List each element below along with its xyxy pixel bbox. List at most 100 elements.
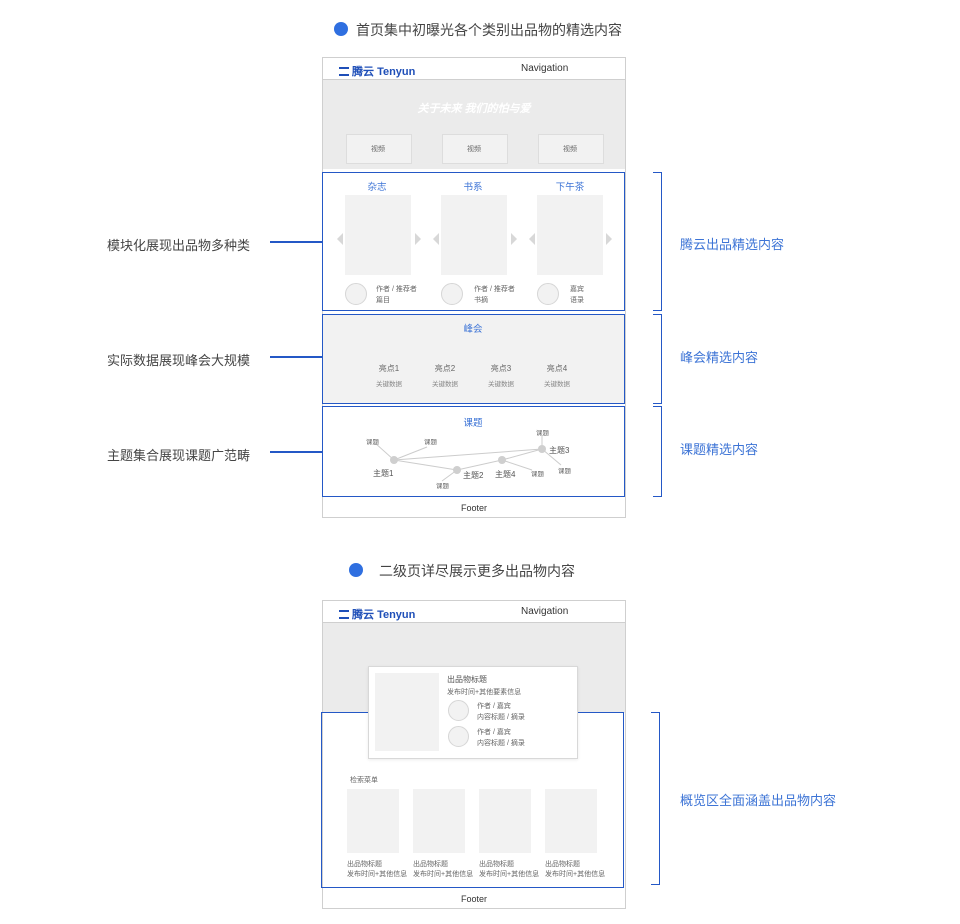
- item-meta: 发布时间+其他信息: [347, 871, 408, 878]
- home-logo-text: Tenyun: [377, 66, 416, 78]
- item-title: 出品物标题: [545, 861, 580, 868]
- video-label: 视频: [563, 146, 577, 153]
- tenyun-logo-icon: [339, 67, 349, 76]
- item-cover[interactable]: [479, 789, 531, 853]
- detail-annotation: 概览区全面涵盖出品物内容: [680, 793, 837, 808]
- detail-logo-cn: 腾云: [352, 609, 374, 621]
- prev-arrow-icon[interactable]: [337, 233, 343, 245]
- topic-sub-label: 课题: [531, 471, 544, 478]
- next-arrow-icon[interactable]: [511, 233, 517, 245]
- avatar: [441, 283, 463, 305]
- left-connector: [270, 356, 322, 358]
- section-2-title: 二级页详尽展示更多出品物内容: [379, 563, 575, 579]
- person-desc: 内容标题 / 摘录: [477, 714, 525, 721]
- highlight-sub: 关键数据: [376, 381, 402, 388]
- topics-title: 课题: [463, 418, 483, 429]
- topic-sub-label: 课题: [558, 468, 571, 475]
- home-logo: 腾云 Tenyun: [339, 63, 415, 79]
- highlight-item: 亮点4 关键数据: [535, 363, 579, 388]
- topic-network-lines: [374, 435, 562, 482]
- featured-meta: 发布时间+其他要素信息: [447, 689, 522, 696]
- module-line: 语录: [570, 297, 584, 304]
- avatar: [448, 700, 469, 721]
- hero-text: 关于未来 我们的怕与爱: [417, 103, 531, 115]
- featured-card[interactable]: 出品物标题 发布时间+其他要素信息 作者 / 嘉宾 内容标题 / 摘录 作者 /…: [368, 666, 578, 759]
- highlight-item: 亮点3 关键数据: [479, 363, 523, 388]
- right-bracket: [651, 712, 660, 885]
- detail-footer: Footer: [460, 894, 487, 904]
- module-cover[interactable]: [345, 195, 411, 275]
- item-title: 出品物标题: [479, 861, 514, 868]
- topic-sub-label: 课题: [424, 439, 437, 446]
- item-cover[interactable]: [545, 789, 597, 853]
- video-placeholder[interactable]: 视频: [442, 134, 508, 164]
- module-title: 下午茶: [555, 182, 585, 193]
- item-title: 出品物标题: [347, 861, 382, 868]
- home-nav-link[interactable]: Navigation: [521, 63, 569, 74]
- avatar: [345, 283, 367, 305]
- avatar: [537, 283, 559, 305]
- module-title: 杂志: [367, 182, 387, 193]
- video-label: 视频: [371, 146, 385, 153]
- topics-block: 课题 主题1 主题2 主题3 主题4 课题 课题 课题 课题 课题 课题: [322, 406, 625, 497]
- module-line: 作者 / 推荐者: [474, 286, 515, 293]
- item-meta: 发布时间+其他信息: [545, 871, 606, 878]
- topic-node: [538, 445, 546, 453]
- prev-arrow-icon[interactable]: [433, 233, 439, 245]
- detail-nav-link[interactable]: Navigation: [521, 606, 569, 617]
- filter-menu[interactable]: 检索菜单: [350, 777, 378, 784]
- avatar: [448, 726, 469, 747]
- highlight-label: 亮点4: [546, 364, 568, 373]
- topic-sub-label: 课题: [436, 483, 449, 490]
- module-line: 嘉宾: [570, 286, 584, 293]
- featured-title: 出品物标题: [447, 675, 487, 684]
- person-desc: 内容标题 / 摘录: [477, 740, 525, 747]
- section-bullet-icon: [334, 22, 348, 36]
- topic-node-label[interactable]: 主题2: [463, 471, 484, 480]
- topic-sub-label: 课题: [366, 439, 379, 446]
- module-title: 书系: [463, 182, 483, 193]
- section-1-title: 首页集中初曝光各个类别出品物的精选内容: [356, 22, 622, 38]
- person-name: 作者 / 嘉宾: [477, 729, 511, 736]
- right-bracket: [653, 406, 662, 497]
- left-annotation: 实际数据展现峰会大规模: [107, 353, 251, 368]
- home-wireframe: 腾云 Tenyun Navigation 关于未来 我们的怕与爱 视频 视频 视…: [322, 57, 626, 518]
- module-cover[interactable]: [441, 195, 507, 275]
- home-hero: 关于未来 我们的怕与爱 视频 视频 视频: [323, 80, 625, 169]
- topic-node: [498, 456, 506, 464]
- highlight-label: 亮点2: [434, 364, 456, 373]
- highlight-sub: 关键数据: [544, 381, 570, 388]
- modules-block: 杂志 作者 / 推荐者 篇目 书系 作者 / 推荐者 书摘 下午茶 嘉宾 语录: [322, 172, 625, 311]
- highlight-sub: 关键数据: [432, 381, 458, 388]
- module-line: 书摘: [474, 297, 488, 304]
- next-arrow-icon[interactable]: [415, 233, 421, 245]
- home-logo-cn: 腾云: [352, 66, 374, 78]
- summit-title: 峰会: [463, 324, 483, 335]
- item-cover[interactable]: [413, 789, 465, 853]
- section-bullet-icon: [349, 563, 363, 577]
- right-annotation: 峰会精选内容: [680, 350, 759, 365]
- next-arrow-icon[interactable]: [606, 233, 612, 245]
- item-cover[interactable]: [347, 789, 399, 853]
- topic-node-label[interactable]: 主题3: [549, 446, 570, 455]
- summit-block: 峰会 亮点1 关键数据 亮点2 关键数据 亮点3 关键数据 亮点4 关键数据: [322, 314, 625, 404]
- module-line: 篇目: [376, 297, 390, 304]
- featured-cover: [375, 673, 439, 751]
- detail-navbar: 腾云 Tenyun Navigation: [323, 601, 625, 623]
- prev-arrow-icon[interactable]: [529, 233, 535, 245]
- topic-node-label[interactable]: 主题1: [373, 469, 394, 478]
- home-navbar: 腾云 Tenyun Navigation: [323, 58, 625, 80]
- right-bracket: [653, 314, 662, 404]
- left-connector: [270, 241, 322, 243]
- left-annotation: 模块化展现出品物多种类: [107, 238, 251, 253]
- right-annotation: 课题精选内容: [680, 442, 759, 457]
- left-annotation: 主题集合展现课题广范畴: [107, 448, 251, 463]
- video-placeholder[interactable]: 视频: [538, 134, 604, 164]
- topic-node: [390, 456, 398, 464]
- item-meta: 发布时间+其他信息: [413, 871, 474, 878]
- topic-node-label[interactable]: 主题4: [495, 470, 516, 479]
- module-cover[interactable]: [537, 195, 603, 275]
- video-placeholder[interactable]: 视频: [346, 134, 412, 164]
- topic-node: [453, 466, 461, 474]
- highlight-label: 亮点3: [490, 364, 512, 373]
